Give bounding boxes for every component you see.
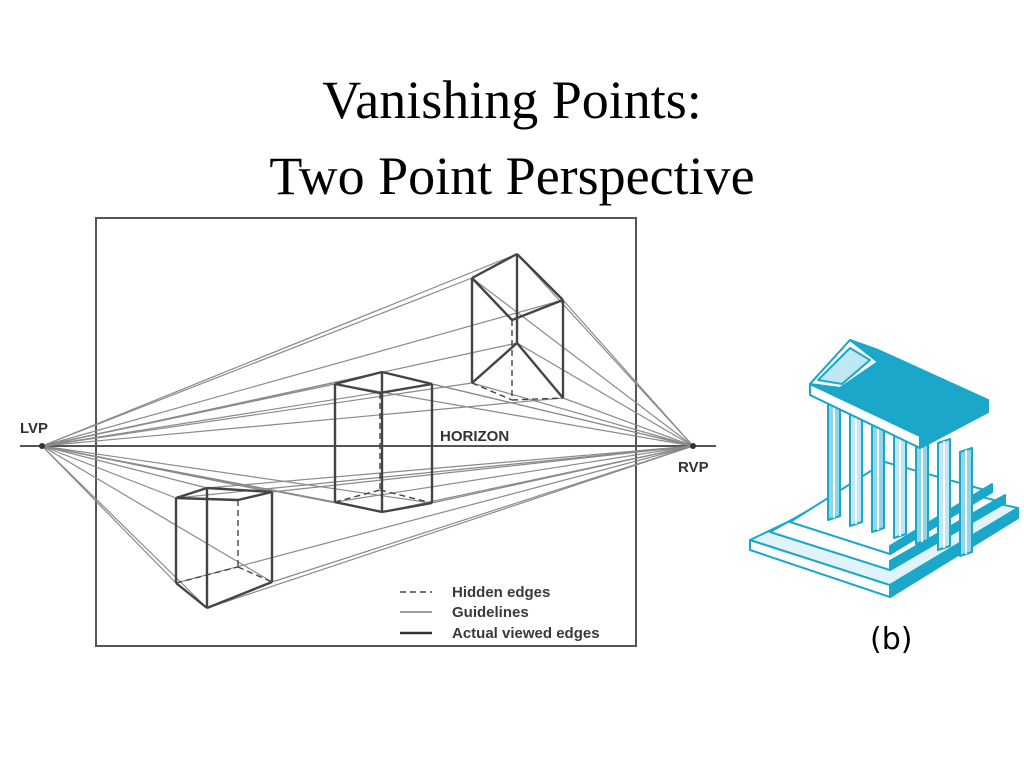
guideline	[206, 445, 694, 489]
legend-actual-label: Actual viewed edges	[452, 625, 600, 642]
viewed-edge	[175, 496, 239, 502]
guideline	[271, 445, 694, 583]
guideline	[41, 383, 433, 447]
legend-guidelines-label: Guidelines	[452, 604, 529, 621]
hidden-edge	[379, 489, 433, 504]
legend-hidden-label: Hidden edges	[452, 584, 550, 601]
guideline	[562, 397, 694, 447]
guideline	[41, 253, 518, 447]
guideline	[175, 445, 694, 584]
guideline	[471, 382, 694, 447]
guideline	[334, 445, 694, 503]
viewed-edge	[334, 382, 381, 395]
viewed-edge	[381, 370, 433, 386]
guideline	[562, 299, 694, 447]
guideline	[41, 445, 273, 583]
guideline	[271, 445, 694, 493]
guideline	[431, 445, 694, 504]
title-line-1: Vanishing Points:	[322, 70, 702, 130]
guideline	[516, 342, 694, 447]
guideline	[334, 383, 694, 447]
rvp-point	[690, 443, 696, 449]
guideline	[41, 445, 208, 609]
hidden-edge	[334, 489, 381, 503]
guideline	[41, 299, 564, 447]
guideline	[41, 445, 177, 584]
viewed-edge	[237, 490, 273, 502]
viewed-edge	[516, 342, 564, 399]
legend: Hidden edges Guidelines Actual viewed ed…	[400, 584, 600, 642]
lvp-point	[39, 443, 45, 449]
viewed-edge	[381, 501, 433, 514]
guideline	[41, 445, 433, 504]
guideline	[431, 383, 694, 447]
box-bottom-left	[174, 486, 274, 610]
slide-title: Vanishing Points: Two Point Perspective	[0, 62, 1024, 214]
guideline	[41, 445, 208, 489]
horizon-label: HORIZON	[440, 428, 509, 445]
guidelines	[41, 253, 694, 609]
viewed-edge	[471, 342, 518, 384]
figure-caption: (b)	[870, 622, 913, 657]
viewed-edge	[206, 486, 273, 494]
guideline	[206, 445, 694, 609]
viewed-edge	[511, 298, 564, 322]
lvp-label: LVP	[20, 420, 48, 437]
box-top-right	[470, 252, 565, 401]
guideline	[41, 445, 177, 499]
hidden-edge	[511, 397, 564, 401]
viewed-edge	[175, 582, 208, 609]
guideline	[41, 445, 273, 493]
viewed-edge	[175, 486, 208, 500]
viewed-edge	[206, 580, 273, 610]
box-center	[333, 370, 434, 514]
hidden-edge	[471, 382, 513, 401]
guideline	[471, 277, 694, 447]
greek-temple-icon	[749, 339, 1019, 598]
guideline	[175, 445, 694, 499]
viewed-edge	[471, 277, 513, 321]
viewed-edge	[471, 252, 518, 280]
hidden-edge	[175, 566, 239, 584]
guideline	[41, 382, 473, 447]
viewed-edge	[516, 253, 564, 301]
hidden-edge	[237, 566, 273, 583]
rvp-label: RVP	[678, 459, 709, 476]
boxes	[174, 252, 565, 610]
guideline	[41, 383, 336, 447]
viewed-edge	[334, 370, 383, 386]
title-line-2: Two Point Perspective	[269, 146, 755, 206]
guideline	[41, 397, 564, 447]
viewed-edge	[379, 382, 433, 395]
guideline	[41, 277, 473, 447]
guideline	[516, 253, 694, 447]
viewed-edge	[334, 500, 383, 514]
